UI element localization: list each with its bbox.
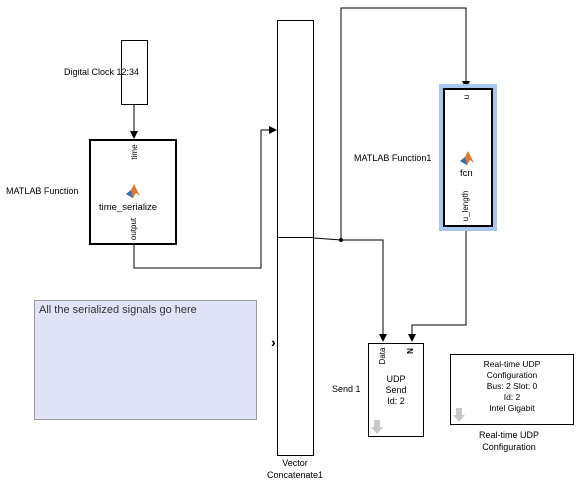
udp-config-line-1: Real-time UDP bbox=[483, 359, 541, 369]
matlab-function1-input-port: u bbox=[462, 94, 471, 100]
digital-clock-label: Digital Clock 12:34 bbox=[64, 67, 140, 77]
udp-send-label: Send 1 bbox=[332, 384, 361, 394]
matlab-function-name: time_serialize bbox=[99, 202, 158, 213]
matlab-logo-icon bbox=[459, 150, 475, 166]
matlab-function-output-port: output bbox=[129, 217, 138, 241]
signal-line-fn1-to-send[interactable] bbox=[408, 228, 467, 342]
udp-send-line-3: Id: 2 bbox=[387, 396, 405, 406]
udp-send-n-port: N bbox=[406, 348, 415, 354]
udp-send-block[interactable] bbox=[368, 343, 424, 437]
concat-divider bbox=[277, 237, 314, 238]
udp-configuration-block[interactable]: Real-time UDP Configuration Bus: 2 Slot:… bbox=[450, 354, 574, 425]
selection-highlight bbox=[439, 84, 497, 231]
vector-concatenate-label-1: Vector bbox=[282, 458, 308, 468]
matlab-function1-label: MATLAB Function1 bbox=[354, 153, 432, 163]
matlab-function-input-port: time bbox=[130, 144, 139, 160]
concat-input-chevron-icon[interactable]: › bbox=[271, 334, 276, 350]
matlab-logo-icon bbox=[125, 183, 141, 199]
annotation-area[interactable]: All the serialized signals go here bbox=[34, 300, 257, 420]
udp-send-data-port: Data bbox=[378, 347, 387, 365]
digital-clock-block[interactable] bbox=[121, 40, 148, 105]
udp-send-line-1: UDP bbox=[386, 374, 406, 384]
vector-concatenate-label-2: Concatenate1 bbox=[266, 470, 324, 480]
vector-concatenate-block[interactable] bbox=[277, 20, 314, 456]
signal-line-concat-out[interactable] bbox=[313, 237, 387, 342]
signal-line-fn-to-concat[interactable] bbox=[133, 126, 277, 269]
branch-point bbox=[339, 238, 343, 242]
udp-config-caption-1: Real-time UDP bbox=[478, 430, 539, 440]
matlab-function-label: MATLAB Function bbox=[6, 186, 79, 196]
matlab-function1-block[interactable] bbox=[443, 88, 493, 227]
down-arrow-icon bbox=[371, 420, 383, 434]
matlab-function1-output-port: u_length bbox=[461, 190, 470, 222]
udp-config-caption-2: Configuration bbox=[482, 442, 536, 452]
signal-line-branch-to-fn1[interactable] bbox=[340, 7, 470, 240]
udp-config-line-5: Intel Gigabit bbox=[489, 403, 535, 413]
matlab-function1-name: fcn bbox=[460, 168, 473, 179]
down-arrow-icon bbox=[453, 408, 465, 422]
annotation-text: All the serialized signals go here bbox=[39, 304, 197, 316]
udp-config-line-4: Id: 2 bbox=[503, 392, 521, 402]
udp-config-line-2: Configuration bbox=[486, 370, 538, 380]
udp-config-line-3: Bus: 2 Slot: 0 bbox=[486, 381, 538, 391]
udp-send-line-2: Send bbox=[385, 385, 407, 395]
